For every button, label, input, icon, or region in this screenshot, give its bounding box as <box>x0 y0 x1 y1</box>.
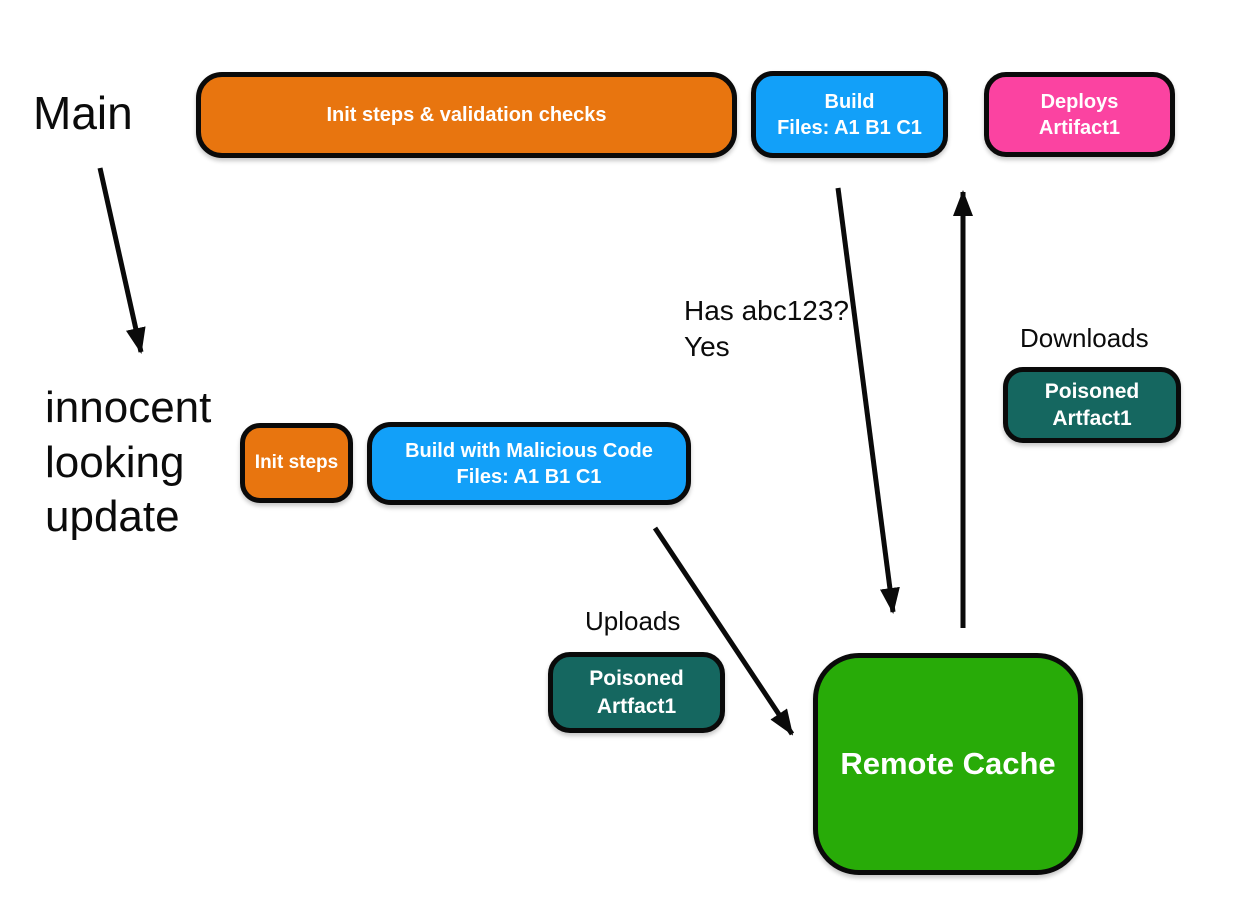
node-init-validation-label: Init steps & validation checks <box>326 104 607 126</box>
node-poisoned-artifact-download-label: Poisoned Artfact1 <box>1044 379 1140 430</box>
node-poisoned-artifact-upload-label: Poisoned Artfact1 <box>589 667 684 718</box>
node-poisoned-artifact-upload: Poisoned Artfact1 <box>548 652 725 733</box>
arrow-build-to-cache <box>835 187 900 614</box>
node-deploys-artifact1: Deploys Artifact1 <box>984 72 1175 157</box>
arrow-main-to-update <box>97 167 146 354</box>
downloads-label: Downloads <box>1020 323 1149 353</box>
node-build-files-label: Build Files: A1 B1 C1 <box>777 90 922 139</box>
node-remote-cache: Remote Cache <box>813 653 1083 875</box>
node-deploys-artifact1-label: Deploys Artifact1 <box>1038 90 1121 139</box>
has-abc123-label: Has abc123? Yes <box>684 295 850 363</box>
node-poisoned-artifact-download: Poisoned Artfact1 <box>1003 367 1181 443</box>
uploads-label: Uploads <box>585 606 681 636</box>
node-remote-cache-label: Remote Cache <box>840 745 1056 781</box>
node-build-malicious-code: Build with Malicious Code Files: A1 B1 C… <box>367 422 691 505</box>
node-init-validation-checks: Init steps & validation checks <box>196 72 737 158</box>
node-build-files: Build Files: A1 B1 C1 <box>751 71 948 158</box>
innocent-update-label: innocent looking update <box>45 383 212 542</box>
main-branch-label: Main <box>33 87 133 139</box>
node-init-steps: Init steps <box>240 423 353 503</box>
node-init-steps-label: Init steps <box>254 451 339 473</box>
node-build-malicious-code-label: Build with Malicious Code Files: A1 B1 C… <box>405 439 653 488</box>
